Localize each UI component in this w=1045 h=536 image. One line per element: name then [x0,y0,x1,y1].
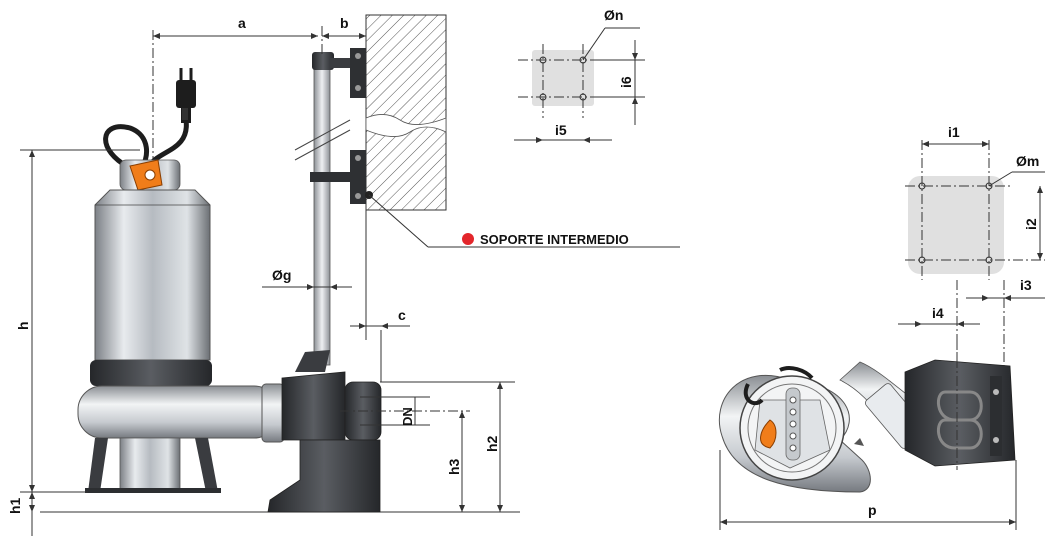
dim-h2: h2 [380,381,515,512]
label-on: Øn [604,7,623,23]
dim-og: Øg [262,267,352,290]
lifting-handle [103,124,150,172]
callout-text: SOPORTE INTERMEDIO [480,232,629,247]
base-hole-pattern: i1 Øm i2 i3 i4 [898,124,1045,400]
label-h2: h2 [484,435,500,452]
top-bracket [312,48,366,98]
motor-top-cap [119,159,181,191]
label-h: h [15,321,31,330]
label-p: p [868,502,877,518]
label-i4: i4 [932,305,944,321]
top-view-body [718,366,871,493]
label-a: a [238,15,246,31]
label-i2: i2 [1023,218,1039,230]
dim-p: p [719,450,1017,530]
pump-side-view: a b Øg c DN [7,14,680,536]
label-b: b [340,15,349,31]
label-i5: i5 [555,122,567,138]
bracket-hole-pattern: Øn i6 i5 [514,7,645,143]
label-og: Øg [272,267,291,283]
pump-volute [77,383,285,443]
label-h1: h1 [7,497,23,514]
motor-body [94,189,211,361]
label-i1: i1 [948,124,960,140]
callout-soporte-intermedio: SOPORTE INTERMEDIO [368,194,680,248]
top-view-coupling [904,359,1016,467]
power-cable [147,68,196,167]
dim-b: b [321,15,367,56]
pump-feet [85,437,221,493]
label-c: c [398,307,406,323]
dim-h3: h3 [446,411,465,512]
dim-h: h [15,149,140,493]
motor-band [90,360,212,386]
label-om: Øm [1016,153,1039,169]
wall [365,14,447,211]
dim-a: a [153,15,318,39]
dim-dn: DN [340,396,470,426]
intermediate-bracket [310,150,373,204]
label-i6: i6 [618,76,634,88]
discharge-coupling [267,350,382,513]
callout-marker-dot [462,233,474,245]
label-i3: i3 [1020,277,1032,293]
pump-top-view: p [718,340,1017,530]
dim-h1: h1 [7,492,35,536]
label-h3: h3 [446,458,462,475]
label-dn: DN [400,407,415,426]
dim-c: c [350,210,410,382]
